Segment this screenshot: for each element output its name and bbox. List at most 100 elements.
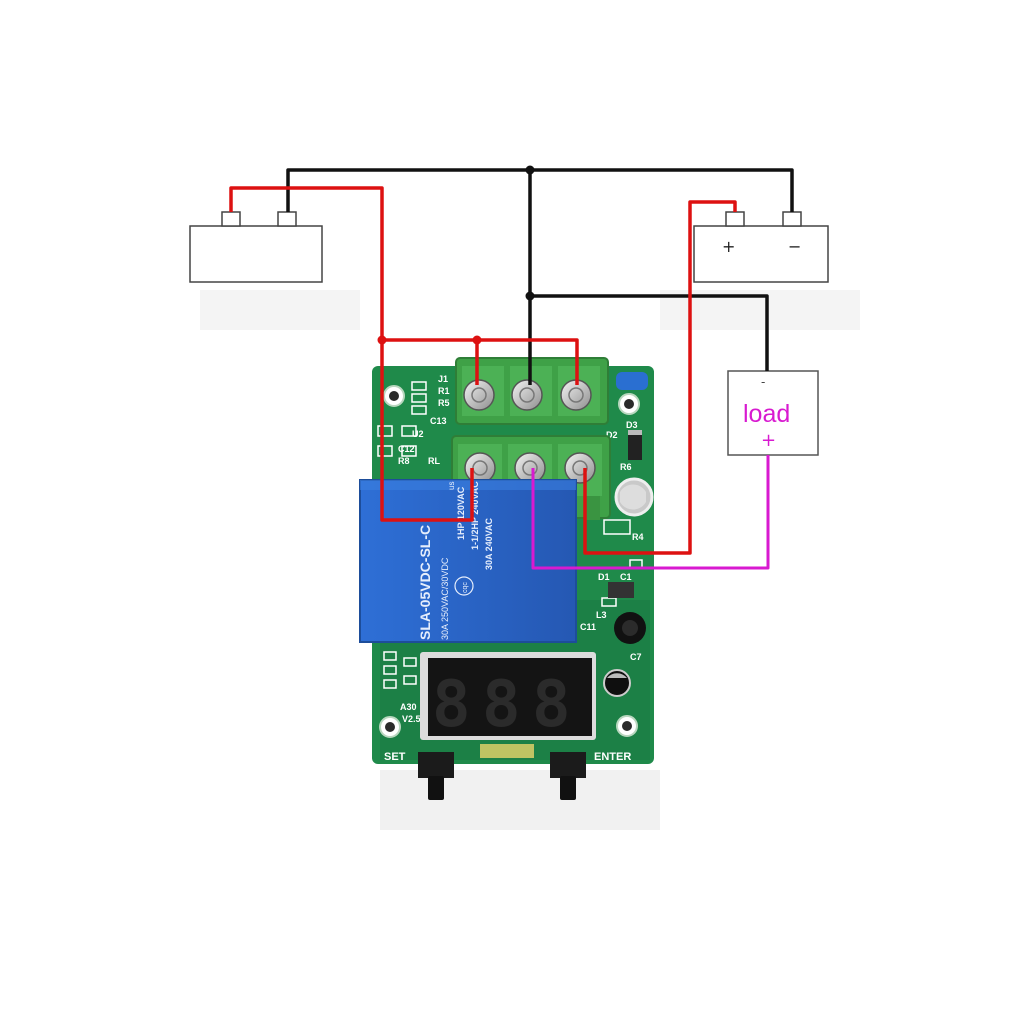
silk-label: D3 (626, 420, 638, 430)
smd-outline (401, 425, 417, 437)
black-wire-load-minus (530, 294, 769, 371)
smd-outline (383, 679, 397, 689)
load-box-body (727, 370, 819, 456)
battery-right: + − (693, 211, 829, 283)
smd-outline (411, 381, 427, 391)
seven-segment-display: 8 8 8 (420, 652, 596, 758)
relay-rating: 1-1/2HP 240VAC (470, 481, 480, 550)
battery-left-body (189, 225, 323, 283)
relay: SLA-05VDC-SL-C 30A 250VAC/30VDC 1HP 120V… (359, 479, 577, 643)
red-wire-left-down (380, 340, 474, 522)
enter-button-label: ENTER (594, 751, 631, 763)
terminal-screw[interactable] (514, 452, 546, 484)
red-wire-right (583, 200, 737, 555)
silk-label: J1 (438, 374, 448, 384)
silk-label: RL (428, 456, 440, 466)
board-shadow (380, 770, 660, 830)
set-button-plunger[interactable] (428, 776, 444, 800)
junction-dot (525, 165, 535, 175)
silk-label: R4 (632, 532, 644, 542)
terminal-screw-inner (471, 387, 487, 403)
display-face (428, 658, 592, 736)
smd-outline (401, 445, 417, 457)
relay-top-edge (360, 480, 576, 490)
mount-hole (389, 391, 399, 401)
silk-label: R1 (438, 386, 450, 396)
smd-outline (403, 657, 417, 667)
terminal-screw[interactable] (564, 452, 596, 484)
capacitor-top (620, 484, 646, 510)
junction-dot (377, 335, 387, 345)
silk-label: V2.5 (402, 714, 421, 724)
silk-label: R5 (438, 398, 450, 408)
terminal-screw[interactable] (463, 379, 495, 411)
battery-plus-sign: + (722, 237, 735, 256)
silk-label: C12 (398, 444, 415, 454)
set-button-label: SET (384, 751, 406, 763)
set-button-base[interactable] (418, 752, 454, 778)
relay-label-group: SLA-05VDC-SL-C 30A 250VAC/30VDC 1HP 120V… (417, 481, 494, 640)
enter-button[interactable]: ENTER (550, 751, 631, 800)
display-pins (480, 744, 534, 758)
display-digit: 8 (432, 668, 467, 742)
silk-label: C13 (430, 416, 447, 426)
mount-hole (622, 721, 632, 731)
mount-hole (385, 722, 395, 732)
cqc-logo-text: cqc (462, 582, 469, 593)
terminal-screw[interactable] (511, 379, 543, 411)
terminal-screw-inner (572, 460, 588, 476)
silk-label: C1 (620, 572, 632, 582)
diode-d3 (628, 430, 642, 460)
silk-label: D2 (606, 430, 618, 440)
silk-label: C7 (630, 652, 642, 662)
smd-outline (411, 405, 427, 415)
relay-model: SLA-05VDC-SL-C (417, 525, 433, 640)
ul-mark: us (447, 482, 456, 490)
inductor-core (622, 620, 638, 636)
battery-minus-sign: − (788, 237, 801, 256)
smd-outline (377, 445, 393, 457)
blue-capacitor (616, 372, 648, 390)
cqc-logo (454, 576, 474, 596)
smd-outline (403, 675, 417, 685)
enter-button-plunger[interactable] (560, 776, 576, 800)
battery-left (189, 211, 323, 283)
smd-outline (383, 651, 397, 661)
smd-outline (377, 425, 393, 437)
display-digit: 8 (482, 668, 517, 742)
smd-outline (383, 665, 397, 675)
battery-left-terminal (277, 211, 297, 227)
relay-rating: 30A 250VAC/30VDC (440, 557, 450, 640)
silk-label: C11 (580, 622, 596, 632)
black-wire-top (286, 168, 794, 212)
junction-dot (472, 335, 482, 345)
terminal-fin (586, 496, 600, 520)
capacitor-c7-top (607, 673, 627, 678)
load-minus-sign: - (761, 375, 765, 389)
relay-rating: 30A 240VAC (484, 517, 494, 570)
load-box: - load + (727, 370, 819, 456)
battery-left-terminal (221, 211, 241, 227)
terminal-screw-inner (522, 460, 538, 476)
smd-outline (603, 519, 631, 535)
relay-body (359, 479, 577, 643)
set-button[interactable]: SET (384, 751, 454, 800)
terminal-screw-inner (568, 387, 584, 403)
diode-d3-band (628, 430, 642, 435)
smd-outline (411, 393, 427, 403)
silk-label: D1 (598, 572, 610, 582)
battery-left-shadow (200, 290, 360, 330)
terminal-block-top (455, 357, 609, 425)
relay-rating: 1HP 120VAC (456, 486, 466, 540)
enter-button-base[interactable] (550, 752, 586, 778)
ic-chip (608, 582, 634, 598)
silk-label: A30 (400, 702, 417, 712)
battery-right-terminal (725, 211, 745, 227)
display-digit: 8 (532, 668, 567, 742)
silk-label: R6 (620, 462, 632, 472)
terminal-screw[interactable] (464, 452, 496, 484)
magenta-wire-load (531, 455, 770, 570)
silk-label: L3 (596, 610, 607, 620)
